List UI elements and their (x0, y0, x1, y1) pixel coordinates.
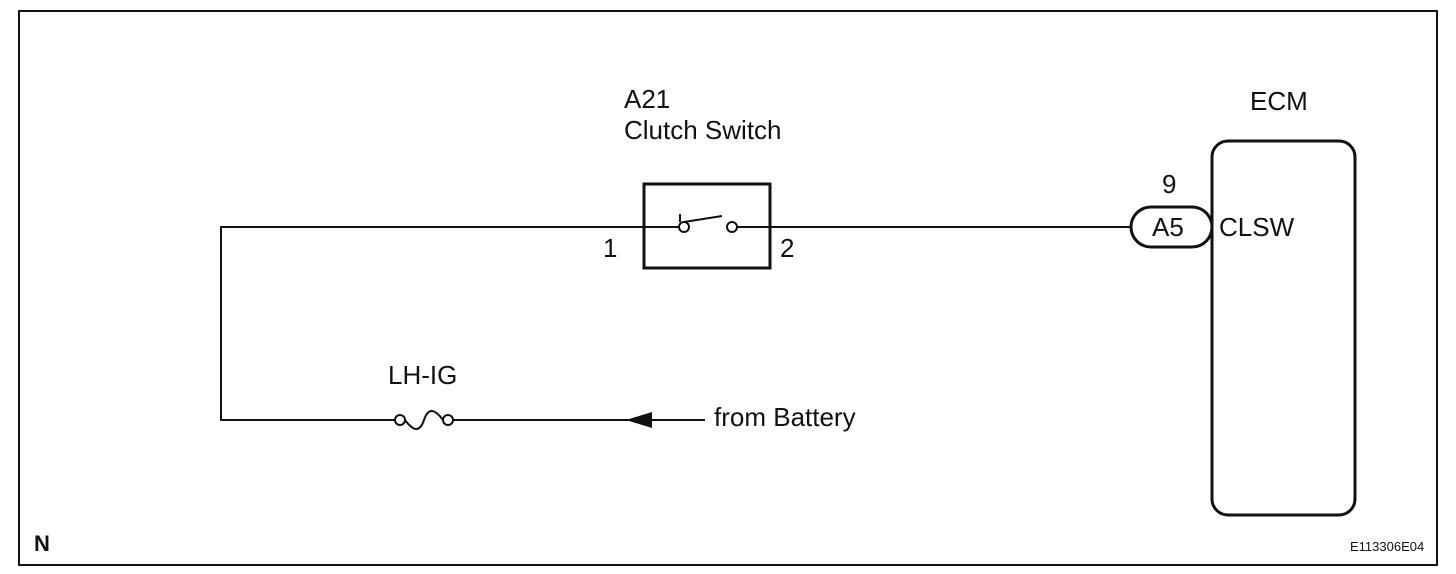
battery-label: from Battery (714, 402, 856, 432)
ecm-pin-number: 9 (1162, 169, 1176, 199)
wire-left-loop (220, 226, 644, 421)
fuse-element-icon (404, 410, 444, 430)
switch-contact-right (726, 221, 738, 233)
switch-contact-left (678, 221, 690, 233)
fuse-terminal-left (394, 414, 406, 426)
clutch-switch (642, 182, 772, 270)
switch-name-label: Clutch Switch (624, 115, 782, 145)
ecm-connector-label: A5 (1152, 212, 1184, 242)
ecm-box (1210, 139, 1357, 517)
switch-code-label: A21 (624, 84, 670, 114)
switch-pin-right: 2 (780, 233, 794, 263)
ecm-terminal-label: CLSW (1219, 212, 1295, 242)
fuse-terminal-right (442, 414, 454, 426)
fuse (394, 410, 454, 430)
switch-blade-icon (683, 215, 723, 223)
switch-pin-left: 1 (603, 233, 617, 263)
ecm-connector-a5 (1129, 205, 1214, 249)
battery-arrow-icon (626, 412, 652, 428)
ecm-title: ECM (1250, 86, 1308, 116)
fuse-label: LH-IG (388, 360, 457, 390)
corner-right-label: E113306E04 (1350, 539, 1424, 554)
diagram-frame (18, 10, 1438, 566)
corner-left-label: N (34, 531, 50, 556)
